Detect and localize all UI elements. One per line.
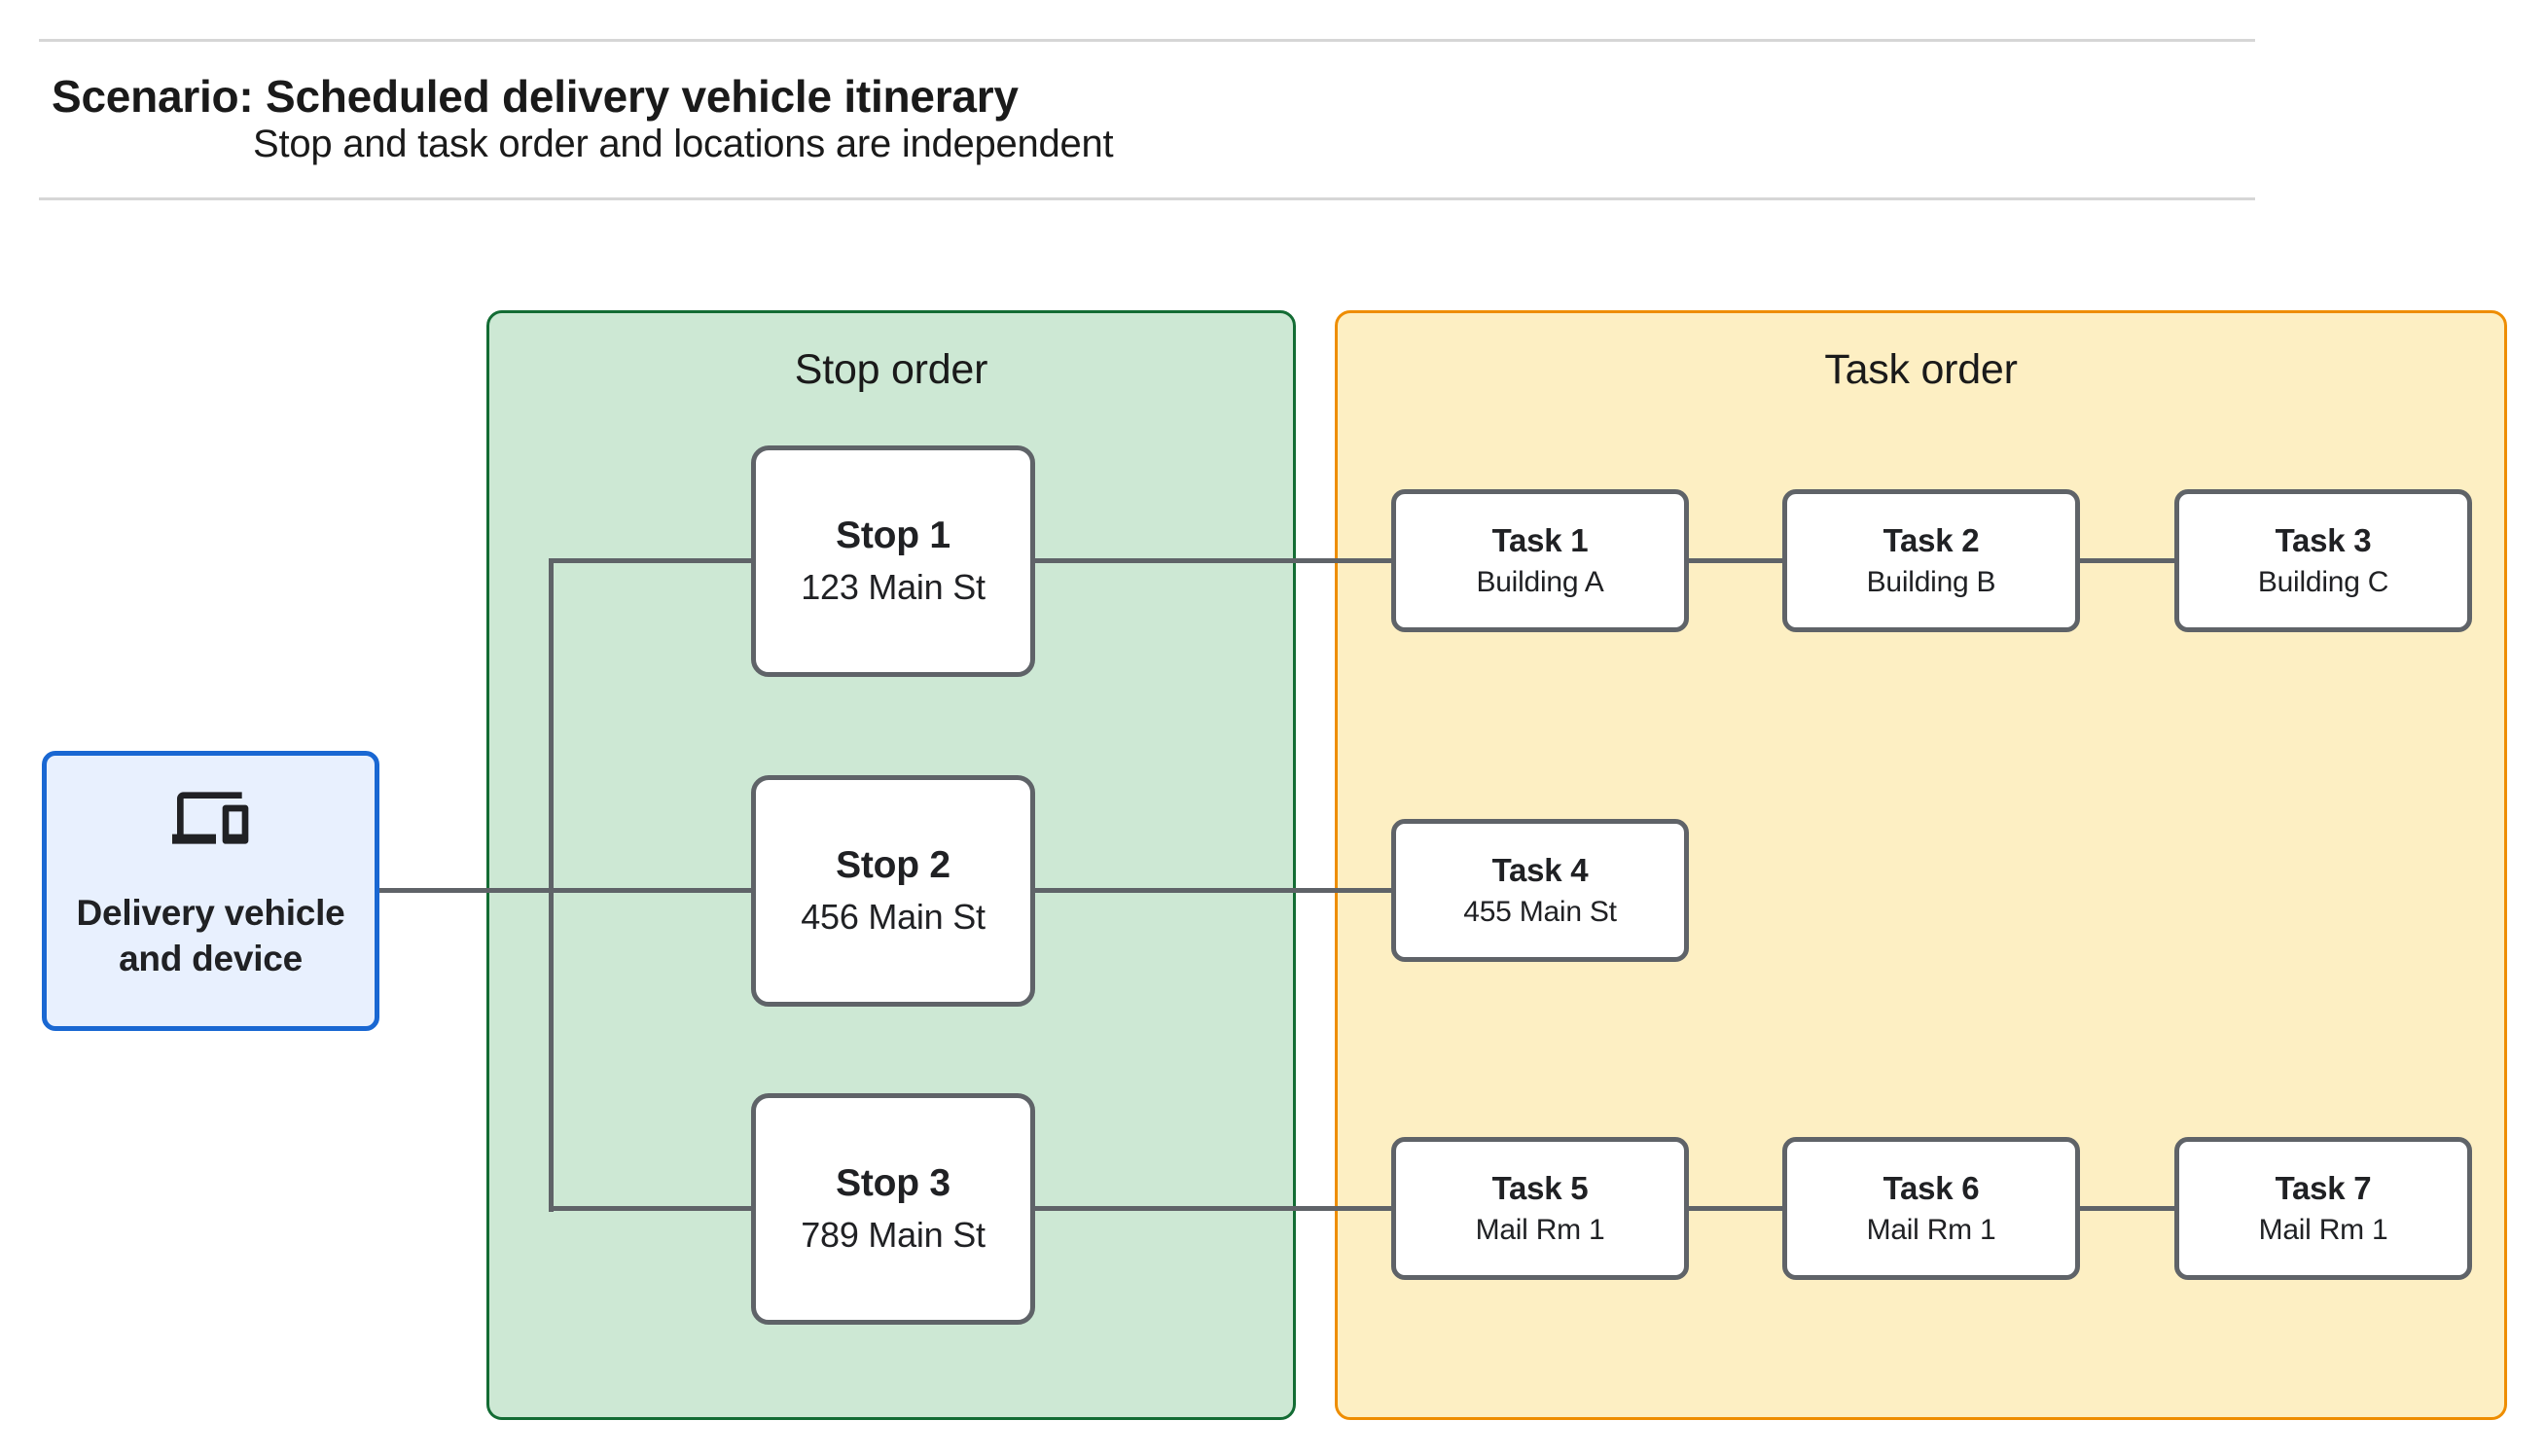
task-6-title: Task 6	[1883, 1170, 1980, 1206]
connector-stop1-to-task1	[1035, 558, 1391, 563]
delivery-vehicle-label-line2: and device	[119, 939, 303, 978]
task-4-node: Task 4 455 Main St	[1391, 819, 1689, 962]
connector-task2-to-task3	[2080, 558, 2174, 563]
connector-task6-to-task7	[2080, 1206, 2174, 1211]
task-4-title: Task 4	[1491, 852, 1589, 888]
task-5-node: Task 5 Mail Rm 1	[1391, 1137, 1689, 1280]
connector-task5-to-task6	[1689, 1206, 1782, 1211]
task-1-title: Task 1	[1491, 522, 1589, 558]
connector-stop3-to-task5	[1035, 1206, 1391, 1211]
task-3-location: Building C	[2257, 566, 2389, 598]
task-1-node: Task 1 Building A	[1391, 489, 1689, 632]
task-2-node: Task 2 Building B	[1782, 489, 2080, 632]
stop-1-title: Stop 1	[836, 515, 950, 556]
stop-3-title: Stop 3	[836, 1162, 950, 1204]
task-6-node: Task 6 Mail Rm 1	[1782, 1137, 2080, 1280]
task-5-title: Task 5	[1491, 1170, 1589, 1206]
devices-icon	[171, 792, 248, 844]
task-3-title: Task 3	[2275, 522, 2372, 558]
stop-1-location: 123 Main St	[801, 567, 986, 607]
task-order-label: Task order	[1824, 346, 2018, 393]
stop-3-location: 789 Main St	[801, 1215, 986, 1255]
stop-2-title: Stop 2	[836, 844, 950, 886]
connector-stop2-to-task4	[1035, 888, 1391, 893]
page-title: Scenario: Scheduled delivery vehicle iti…	[52, 71, 1019, 122]
connector-trunk-to-stop3	[549, 1206, 754, 1211]
page-subtitle: Stop and task order and locations are in…	[253, 123, 1114, 165]
task-4-location: 455 Main St	[1463, 896, 1617, 928]
task-7-title: Task 7	[2275, 1170, 2372, 1206]
task-1-location: Building A	[1476, 566, 1604, 598]
task-2-title: Task 2	[1883, 522, 1980, 558]
divider-top	[39, 39, 2255, 42]
stop-1-node: Stop 1 123 Main St	[751, 445, 1035, 677]
stop-order-label: Stop order	[794, 346, 988, 393]
divider-bottom	[39, 197, 2255, 200]
connector-trunk	[549, 558, 554, 1212]
task-7-location: Mail Rm 1	[2258, 1214, 2388, 1246]
task-7-node: Task 7 Mail Rm 1	[2174, 1137, 2472, 1280]
delivery-vehicle-node: Delivery vehicle and device	[42, 751, 379, 1031]
task-5-location: Mail Rm 1	[1475, 1214, 1605, 1246]
connector-task1-to-task2	[1689, 558, 1782, 563]
connector-vehicle-to-stop2	[379, 888, 754, 893]
stop-2-node: Stop 2 456 Main St	[751, 775, 1035, 1007]
task-2-location: Building B	[1866, 566, 1996, 598]
stop-2-location: 456 Main St	[801, 897, 986, 937]
delivery-vehicle-label-line1: Delivery vehicle	[76, 893, 345, 933]
delivery-vehicle-label: Delivery vehicle and device	[77, 890, 345, 981]
connector-trunk-to-stop1	[549, 558, 754, 563]
stop-3-node: Stop 3 789 Main St	[751, 1093, 1035, 1325]
task-3-node: Task 3 Building C	[2174, 489, 2472, 632]
task-6-location: Mail Rm 1	[1866, 1214, 1996, 1246]
